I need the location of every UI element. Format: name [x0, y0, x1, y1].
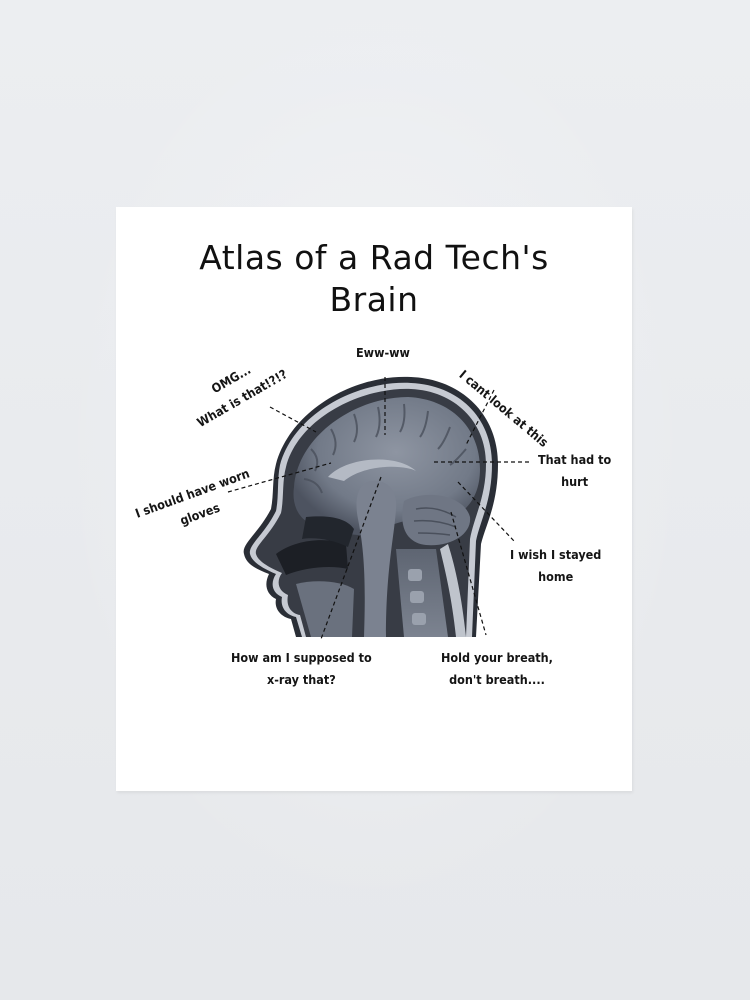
label-breath-line1: Hold your breath, [441, 650, 553, 665]
title-line-2: Brain [329, 280, 419, 319]
label-home-line1: I wish I stayed [510, 547, 602, 562]
label-home: I wish I stayed home [510, 544, 601, 588]
poster-title: Atlas of a Rad Tech's Brain [116, 237, 632, 321]
label-eww-text: Eww-ww [356, 345, 410, 360]
label-xray-line1: How am I supposed to [231, 650, 372, 665]
label-breath: Hold your breath, don't breath.... [441, 647, 553, 691]
label-eww: Eww-ww [356, 342, 410, 364]
poster: Atlas of a Rad Tech's Brain [116, 207, 632, 791]
label-breath-line2: don't breath.... [449, 672, 545, 687]
label-hurt-line1: That had to [538, 452, 612, 467]
mri-scan-image [243, 376, 498, 637]
title-line-1: Atlas of a Rad Tech's [199, 238, 549, 277]
label-xray: How am I supposed to x-ray that? [231, 647, 372, 691]
label-home-line2: home [538, 569, 574, 584]
label-hurt: That had to hurt [538, 449, 611, 493]
label-xray-line2: x-ray that? [266, 672, 336, 687]
label-hurt-line2: hurt [561, 474, 589, 489]
